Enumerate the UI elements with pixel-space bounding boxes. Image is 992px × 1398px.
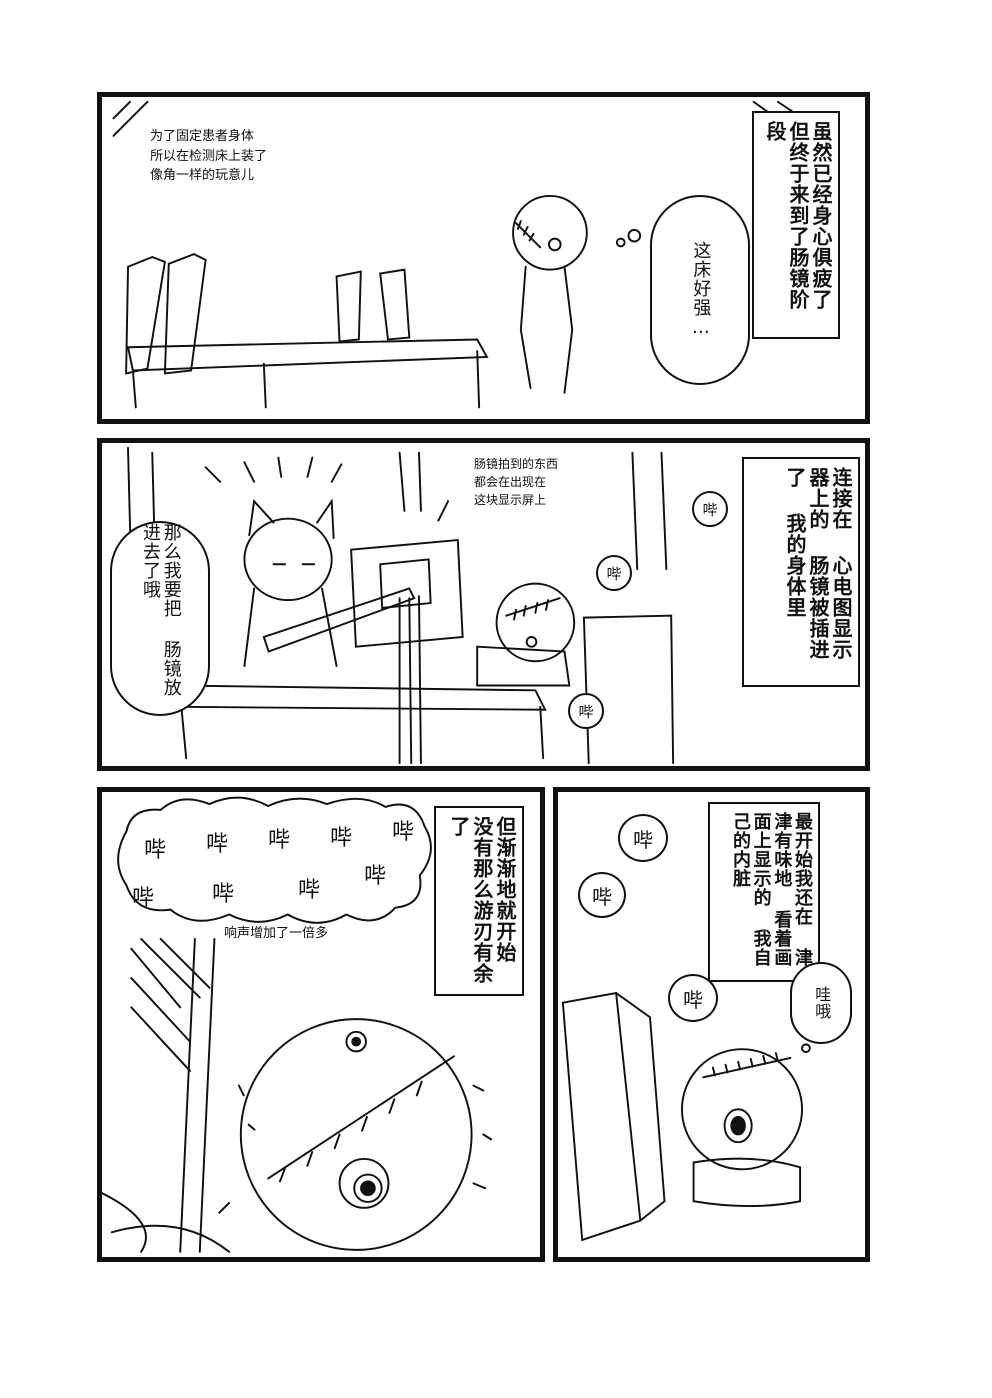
panel-2: 连接在 心电图显示器上的 肠镜被插进了 我的身体里 肠镜拍到的东西 都会在出现在…	[97, 438, 870, 771]
beep-text: 哔	[144, 838, 167, 863]
thought-bubble: 这床好强…	[650, 195, 750, 385]
beep-text: 哔	[298, 878, 321, 903]
beep-text: 哔	[606, 564, 622, 583]
narration-box: 虽然已经身心俱疲了 但终于来到了肠镜阶段	[752, 111, 840, 339]
beep-bubble: 哔	[596, 555, 632, 591]
speech-text: 那么我要把 肠镜放进去了哦	[140, 523, 182, 697]
narration-box: 但渐渐地就开始 没有那么游刃有余了	[434, 806, 524, 996]
beep-bubble: 哔	[568, 693, 604, 729]
annotation-note: 为了固定患者身体 所以在检测床上装了 像角一样的玩意儿	[150, 129, 268, 183]
speech-bubble: 那么我要把 肠镜放进去了哦	[110, 521, 210, 716]
panel-3: 但渐渐地就开始 没有那么游刃有余了 哔 哔 哔 哔 哔 哔 哔 哔 哔 响声增加…	[97, 787, 545, 1262]
beep-text: 哔	[364, 864, 387, 889]
panel-3-art	[102, 796, 493, 1253]
panel-4: 最开始我还在 津津有味地 看着画面上显示的 我自己的内脏 哔 哔 哔 哇哦	[553, 787, 870, 1262]
beep-text: 哔	[392, 820, 415, 845]
beep-bubble: 哔	[578, 872, 626, 918]
thought-bubble: 哇哦	[790, 962, 852, 1044]
beep-text: 哔	[633, 827, 653, 852]
annotation-note: 肠镜拍到的东西 都会在出现在 这块显示屏上	[474, 457, 559, 507]
beep-text: 哔	[330, 826, 353, 851]
panel-1-art	[112, 100, 808, 409]
beep-bubble: 哔	[692, 491, 728, 527]
narration-box: 最开始我还在 津津有味地 看着画面上显示的 我自己的内脏	[708, 802, 820, 982]
panel-4-art	[561, 991, 820, 1242]
beep-text: 哔	[268, 828, 291, 853]
beep-text: 哔	[132, 886, 155, 911]
narration-box: 连接在 心电图显示器上的 肠镜被插进了 我的身体里	[742, 457, 860, 687]
beep-text: 哔	[206, 832, 229, 857]
annotation-note: 响声增加了一倍多	[224, 926, 329, 941]
beep-text: 哔	[702, 500, 718, 519]
thought-text: 哇哦	[812, 986, 832, 1020]
beep-text: 哔	[212, 882, 235, 907]
beep-text: 哔	[592, 884, 612, 909]
beep-text: 哔	[578, 702, 594, 721]
thought-text: 这床好强…	[690, 241, 712, 339]
beep-text: 哔	[683, 987, 703, 1012]
panel-1: 虽然已经身心俱疲了 但终于来到了肠镜阶段 为了固定患者身体 所以在检测床上装了 …	[97, 92, 870, 424]
beep-bubble: 哔	[668, 974, 718, 1022]
beep-bubble: 哔	[618, 814, 668, 862]
